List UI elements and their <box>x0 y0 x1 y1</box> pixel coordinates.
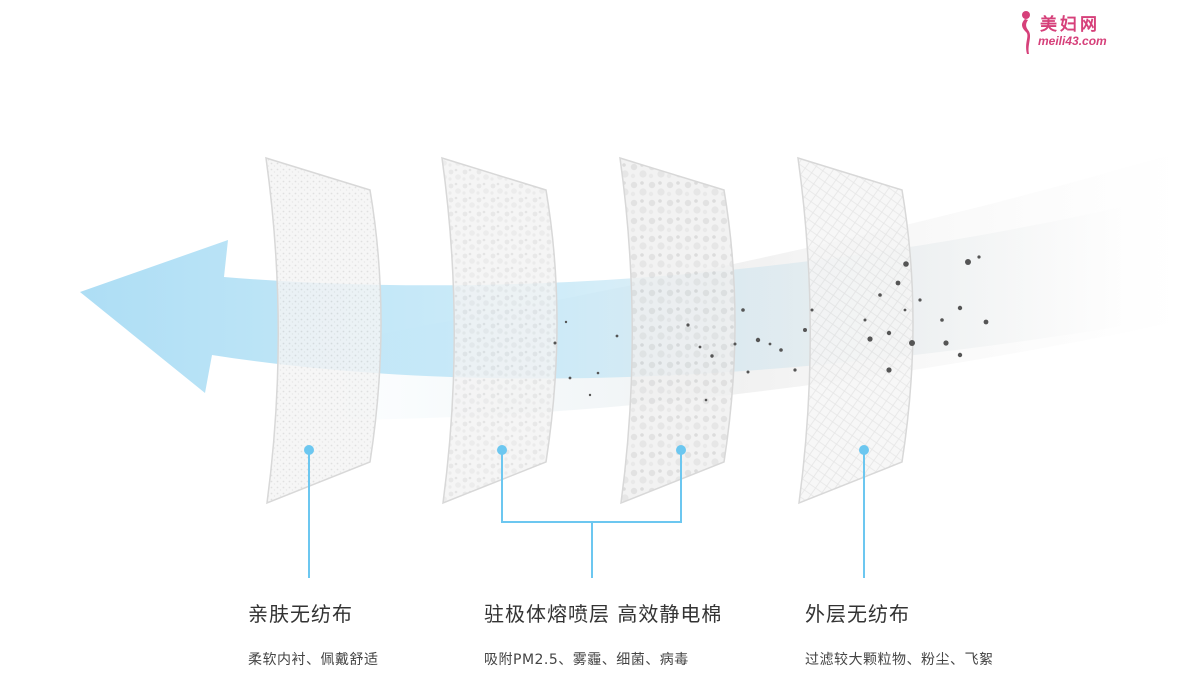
particle-22 <box>878 293 882 297</box>
particle-18 <box>803 328 807 332</box>
label-middle-layer-description: 吸附PM2.5、雾霾、细菌、病毒 <box>484 652 689 668</box>
particle-13 <box>755 337 761 343</box>
particle-2 <box>564 320 568 324</box>
dot-layer-3 <box>676 445 686 455</box>
particle-31 <box>940 318 944 322</box>
particle-27 <box>943 340 949 346</box>
particle-10 <box>704 398 708 402</box>
particle-33 <box>977 255 981 259</box>
label-middle-layer-title: 驻极体熔喷层 高效静电棉 <box>484 602 723 626</box>
layer-2-meltblown <box>441 156 558 505</box>
particle-6 <box>615 334 619 338</box>
particle-3 <box>568 376 572 380</box>
dot-layer-1 <box>304 445 314 455</box>
site-watermark: 美妇网 meili43.com <box>1016 8 1136 58</box>
connector-dots <box>304 445 869 455</box>
label-inner-layer-description: 柔软内衬、佩戴舒适 <box>248 652 379 668</box>
label-outer-layer-title: 外层无纺布 <box>805 602 910 626</box>
layer-4-outer-nonwoven <box>797 156 914 505</box>
connector-lines <box>308 450 865 578</box>
particle-20 <box>867 336 873 342</box>
particle-28 <box>957 305 963 311</box>
particle-12 <box>741 308 745 312</box>
dot-layer-4 <box>859 445 869 455</box>
particle-14 <box>746 370 750 374</box>
particle-7 <box>686 323 690 327</box>
label-middle-layer: 驻极体熔喷层 高效静电棉 吸附PM2.5、雾霾、细菌、病毒 <box>484 598 722 669</box>
label-outer-layer: 外层无纺布 过滤较大颗粒物、粉尘、飞絮 <box>805 598 994 669</box>
particle-15 <box>768 342 772 346</box>
particle-32 <box>957 352 963 358</box>
label-inner-layer: 亲肤无纺布 柔软内衬、佩戴舒适 <box>248 598 379 669</box>
particle-25 <box>909 340 915 346</box>
particle-19 <box>810 308 814 312</box>
particle-36 <box>863 318 867 322</box>
particle-11 <box>733 342 737 346</box>
particle-cluster <box>553 255 989 402</box>
particle-21 <box>886 330 892 336</box>
woman-silhouette-icon <box>1022 11 1031 54</box>
particle-9 <box>710 354 714 358</box>
layer-3-electrostatic-cotton <box>619 156 736 505</box>
particle-24 <box>903 261 909 267</box>
particle-5 <box>596 371 600 375</box>
particle-23 <box>895 280 901 286</box>
layer-1-skin-nonwoven <box>265 156 382 505</box>
particle-26 <box>886 367 892 373</box>
particle-16 <box>779 348 783 352</box>
particle-4 <box>588 393 592 397</box>
label-outer-layer-description: 过滤较大颗粒物、粉尘、飞絮 <box>805 652 994 668</box>
particle-30 <box>983 319 989 325</box>
label-inner-layer-title: 亲肤无纺布 <box>248 602 353 626</box>
particle-1 <box>553 341 557 345</box>
watermark-site-name: 美妇网 <box>1040 15 1100 35</box>
particle-29 <box>965 259 971 265</box>
dot-layer-2 <box>497 445 507 455</box>
particle-34 <box>918 298 922 302</box>
watermark-site-url: meili43.com <box>1038 34 1107 48</box>
particle-8 <box>698 345 702 349</box>
particle-17 <box>793 368 797 372</box>
particle-35 <box>903 308 907 312</box>
